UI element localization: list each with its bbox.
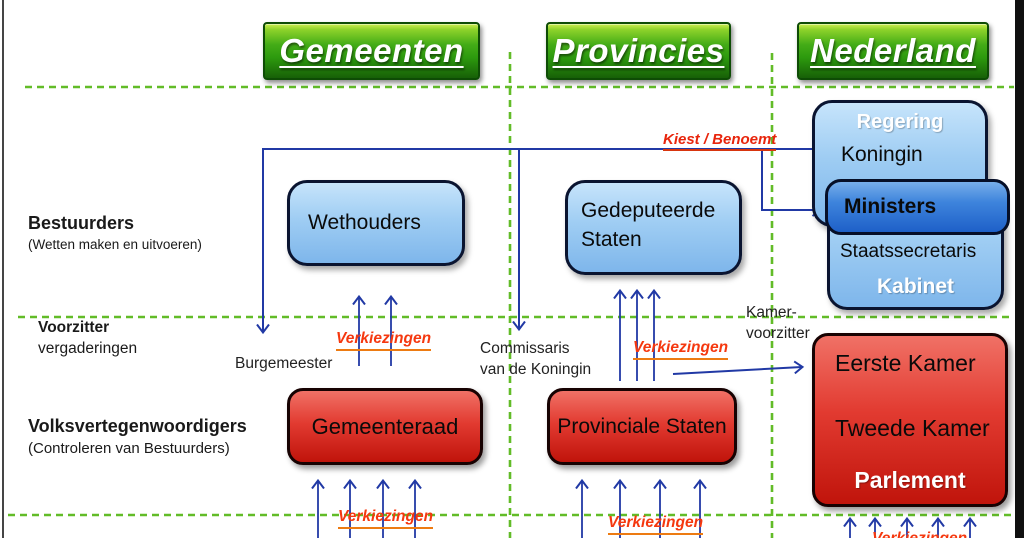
box-gedeputeerde-line1: Gedeputeerde xyxy=(581,199,716,222)
box-tweede-kamer-label: Tweede Kamer xyxy=(835,415,990,441)
window-right-bar xyxy=(1015,0,1024,538)
box-staatssecretaris-label: Staatssecretaris xyxy=(840,241,977,262)
row-label-voorzitter: Voorzitter xyxy=(38,319,110,336)
header-nederland: Nederland xyxy=(797,22,989,80)
box-gemeenteraad: Gemeenteraad xyxy=(287,388,483,465)
box-ministers-label: Ministers xyxy=(844,195,937,218)
commissaris-label: Commissaris van de Koningin xyxy=(480,338,591,380)
header-provincies-label: Provincies xyxy=(552,32,725,69)
header-gemeenten-label: Gemeenten xyxy=(279,32,464,69)
box-gedeputeerde-staten: Gedeputeerde Staten xyxy=(565,180,742,275)
verkiezingen-label-provincie-bottom: Verkiezingen xyxy=(608,514,704,535)
verkiezingen-label-parlement-bottom: Verkiezingen xyxy=(872,530,967,538)
row-label-voorzitter-sub: vergaderingen xyxy=(38,340,138,357)
row-label-volksvertegenwoordigers-sub: (Controleren van Bestuurders) xyxy=(28,440,230,457)
box-wethouders-label: Wethouders xyxy=(308,211,421,234)
box-eerste-kamer-label: Eerste Kamer xyxy=(835,350,976,376)
header-provincies: Provincies xyxy=(546,22,731,80)
box-wethouders: Wethouders xyxy=(287,180,465,266)
row-label-bestuurders-sub: (Wetten maken en uitvoeren) xyxy=(28,237,202,252)
kamervoorzitter-line2: voorzitter xyxy=(746,325,810,342)
box-regering-label: Regering xyxy=(856,111,944,133)
verkiezingen-label-provincie-top: Verkiezingen xyxy=(633,339,729,360)
kamervoorzitter-label: Kamer- voorzitter xyxy=(746,302,810,344)
kiest-benoemt-lines xyxy=(256,148,823,335)
box-gemeenteraad-label: Gemeenteraad xyxy=(311,413,459,439)
commissaris-line2: van de Koningin xyxy=(480,361,592,378)
box-parlement-label: Parlement xyxy=(854,467,966,493)
verkiezingen-label-gemeente-bottom: Verkiezingen xyxy=(338,508,434,529)
commissaris-line1: Commissaris xyxy=(480,340,570,357)
eerste-kamer-arrow xyxy=(672,360,805,375)
header-nederland-label: Nederland xyxy=(810,32,976,69)
row-label-bestuurders: Bestuurders xyxy=(28,213,135,233)
box-ministers: Ministers xyxy=(825,179,1010,235)
green-dashed-grid xyxy=(8,52,1014,538)
box-parlement: Eerste Kamer Tweede Kamer Parlement xyxy=(812,333,1008,507)
box-provinciale-staten-label: Provinciale Staten xyxy=(557,414,727,438)
box-gedeputeerde-line2: Staten xyxy=(581,228,642,251)
header-gemeenten: Gemeenten xyxy=(263,22,480,80)
kamervoorzitter-line1: Kamer- xyxy=(746,304,797,321)
box-provinciale-staten: Provinciale Staten xyxy=(547,388,737,465)
box-kabinet-label: Kabinet xyxy=(876,275,954,298)
window-left-border xyxy=(2,0,4,538)
burgemeester-label: Burgemeester xyxy=(235,355,333,372)
verkiezingen-label-gemeente-top: Verkiezingen xyxy=(336,330,432,351)
row-label-volksvertegenwoordigers: Volksvertegenwoordigers xyxy=(28,416,247,436)
box-koningin-label: Koningin xyxy=(841,143,923,166)
kiest-benoemt-label: Kiest / Benoemt xyxy=(663,131,777,151)
